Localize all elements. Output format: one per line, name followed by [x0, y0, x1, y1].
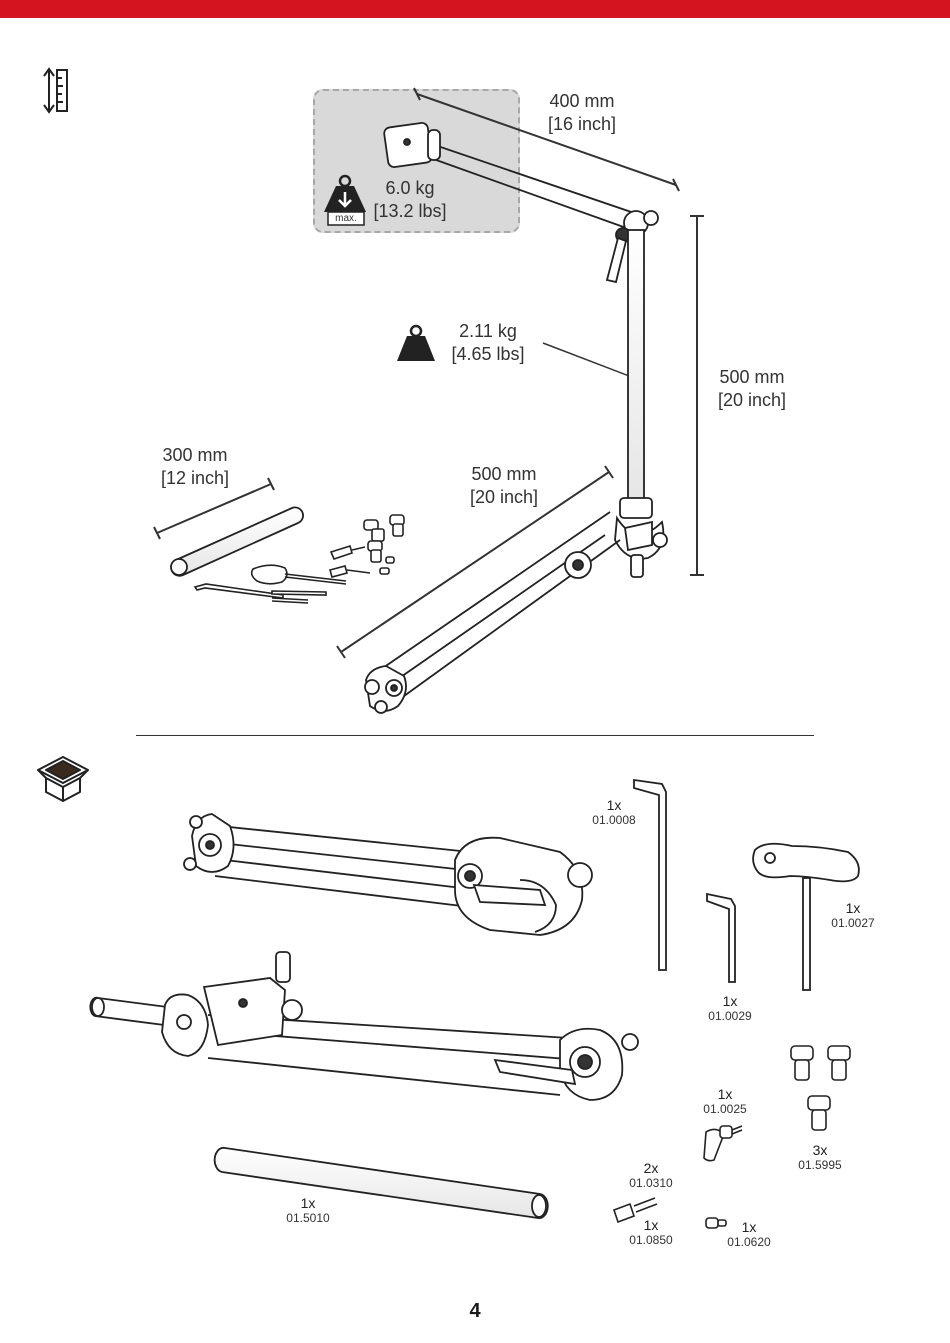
bolt-01-0850-illustration: [612, 1197, 658, 1224]
weight-label: 2.11 kg [4.65 lbs]: [451, 321, 525, 364]
weight-callout-leader: [542, 342, 638, 380]
dimension-line-500mm-lower: [336, 465, 614, 659]
max-badge: max.: [335, 213, 357, 224]
max-load-label: 6.0 kg [13.2 lbs]: [373, 178, 447, 221]
assembled-stand-illustration: [364, 122, 668, 714]
weight-icon: [397, 324, 435, 361]
upper-arm-illustration: [89, 951, 639, 1101]
dimension-label-300mm: 300 mm [12 inch]: [160, 445, 230, 488]
dimension-label-500mm-lower: 500 mm [20 inch]: [469, 464, 539, 507]
small-parts-illustration: [329, 514, 405, 578]
open-box-icon: [37, 756, 89, 802]
measure-icon: [43, 67, 68, 114]
lower-arm-illustration: [183, 813, 593, 936]
dimension-label-500mm-vertical: 500 mm [20 inch]: [717, 367, 787, 410]
dimension-line-400mm: [413, 87, 680, 192]
max-weight-icon: [324, 174, 366, 226]
rod-01-5010-illustration: [213, 1146, 549, 1219]
hex-key-01-0029-illustration: [706, 892, 736, 983]
screw-01-0620-illustration: [705, 1217, 727, 1229]
hex-key-01-0008-illustration: [633, 778, 667, 971]
page-number: 4: [469, 1300, 481, 1322]
dimension-label-400mm: 400 mm [16 inch]: [547, 91, 617, 134]
rod-300mm-illustration: [170, 506, 304, 577]
t-handle-key-01-0027-illustration: [752, 842, 860, 991]
dimension-line-300mm: [153, 477, 275, 540]
dimension-line-500mm-vertical: [690, 215, 704, 576]
header-accent-bar: [0, 0, 950, 18]
knobs-01-5995-illustration: [790, 1045, 851, 1131]
section-divider: [136, 735, 814, 736]
tools-illustration: [193, 564, 347, 604]
lever-01-0025-illustration: [703, 1125, 743, 1162]
